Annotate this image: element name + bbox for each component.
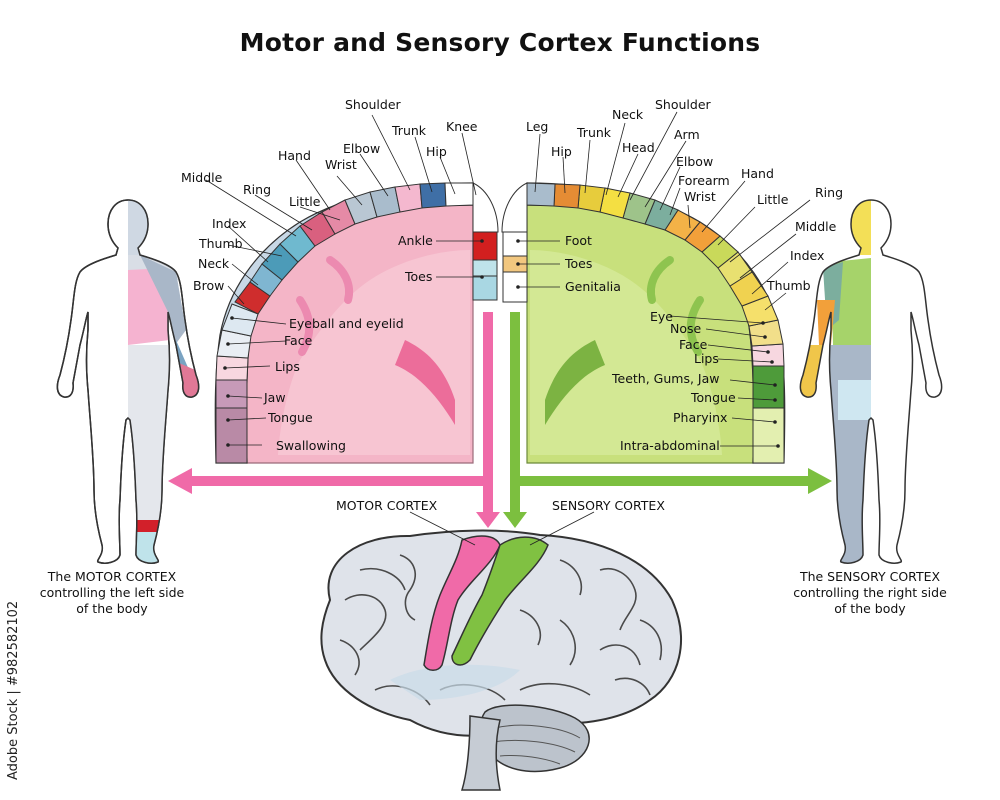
watermark-text: Adobe Stock | #982582102 xyxy=(6,600,21,780)
motor-label-shoulder: Shoulder xyxy=(345,97,402,112)
motor-label-tongue: Tongue xyxy=(267,410,313,425)
motor-label-brow: Brow xyxy=(193,278,224,293)
sensory-label-foot: Foot xyxy=(565,233,592,248)
sensory-label-nose: Nose xyxy=(670,321,702,336)
motor-label-neck: Neck xyxy=(198,256,230,271)
brain-sensory-strip xyxy=(451,536,549,666)
left-caption-line2: controlling the left side xyxy=(40,585,185,600)
motor-leader-lines xyxy=(205,114,482,446)
left-caption-line1: The MOTOR CORTEX xyxy=(47,569,177,584)
sensory-label-toes: Toes xyxy=(564,256,592,271)
stock-watermark: Adobe Stock | #982582102 xyxy=(6,560,24,780)
motor-label-index: Index xyxy=(212,216,246,231)
sensory-label-thumb: Thumb xyxy=(766,278,811,293)
sensory-label-intra: Intra-abdominal xyxy=(620,438,720,453)
brain-label-sensory: SENSORY CORTEX xyxy=(552,498,665,513)
sensory-label-ring: Ring xyxy=(815,185,843,200)
sensory-label-lips: Lips xyxy=(694,351,719,366)
page-title: Motor and Sensory Cortex Functions xyxy=(239,28,761,57)
left-caption-line3: of the body xyxy=(76,601,148,616)
sensory-label-hand: Hand xyxy=(741,166,774,181)
brain-illustration: MOTOR CORTEX SENSORY CORTEX xyxy=(320,498,682,791)
right-caption-line2: controlling the right side xyxy=(793,585,947,600)
motor-label-middle: Middle xyxy=(181,170,223,185)
sensory-label-face: Face xyxy=(679,337,708,352)
motor-label-ankle: Ankle xyxy=(398,233,433,248)
sensory-cortex-section xyxy=(501,182,786,464)
motor-labels: Shoulder Trunk Knee Elbow Hip Hand Wrist… xyxy=(181,97,478,453)
sensory-label-little: Little xyxy=(757,192,789,207)
right-caption-line3: of the body xyxy=(834,601,906,616)
sensory-label-index: Index xyxy=(790,248,824,263)
motor-label-hip: Hip xyxy=(426,144,447,159)
sensory-label-tongue: Tongue xyxy=(690,390,736,405)
motor-label-trunk: Trunk xyxy=(391,123,427,138)
arrows xyxy=(168,312,832,528)
motor-arrow-left-head xyxy=(168,468,192,494)
motor-label-thumb: Thumb xyxy=(198,236,243,251)
motor-label-little: Little xyxy=(289,194,321,209)
right-caption-line1: The SENSORY CORTEX xyxy=(799,569,941,584)
sensory-label-leg: Leg xyxy=(526,119,548,134)
motor-label-knee: Knee xyxy=(446,119,478,134)
sensory-label-wrist: Wrist xyxy=(684,189,716,204)
sensory-arrow-right-head xyxy=(808,468,832,494)
motor-label-eyeball: Eyeball and eyelid xyxy=(289,316,404,331)
sensory-labels: Leg Hip Trunk Neck Shoulder Head Arm Elb… xyxy=(526,97,843,453)
motor-label-wrist: Wrist xyxy=(325,157,357,172)
motor-label-face: Face xyxy=(284,333,313,348)
sensory-label-head: Head xyxy=(622,140,655,155)
left-body-figure: The MOTOR CORTEX controlling the left si… xyxy=(40,199,200,616)
sensory-label-middle: Middle xyxy=(795,219,837,234)
motor-label-lips: Lips xyxy=(275,359,300,374)
sensory-arrow-down-head xyxy=(503,512,527,528)
sensory-label-hip: Hip xyxy=(551,144,572,159)
motor-label-toes: Toes xyxy=(404,269,432,284)
brain-label-motor: MOTOR CORTEX xyxy=(336,498,438,513)
sensory-label-forearm: Forearm xyxy=(678,173,730,188)
sensory-label-teeth: Teeth, Gums, Jaw xyxy=(611,371,719,386)
sensory-label-pharynx: Pharyinx xyxy=(673,410,727,425)
sensory-label-shoulder: Shoulder xyxy=(655,97,712,112)
motor-arrow-down-head xyxy=(476,512,500,528)
sensory-label-neck: Neck xyxy=(612,107,644,122)
sensory-leader-lines xyxy=(518,111,811,447)
sensory-label-genitalia: Genitalia xyxy=(565,279,621,294)
motor-label-jaw: Jaw xyxy=(263,390,286,405)
motor-label-ring: Ring xyxy=(243,182,271,197)
motor-label-hand: Hand xyxy=(278,148,311,163)
sensory-label-elbow: Elbow xyxy=(676,154,713,169)
sensory-label-eye: Eye xyxy=(650,309,673,324)
motor-cortex-section xyxy=(214,182,499,464)
sensory-label-trunk: Trunk xyxy=(576,125,612,140)
motor-label-swallowing: Swallowing xyxy=(276,438,346,453)
sensory-label-arm: Arm xyxy=(674,127,700,142)
motor-label-elbow: Elbow xyxy=(343,141,380,156)
